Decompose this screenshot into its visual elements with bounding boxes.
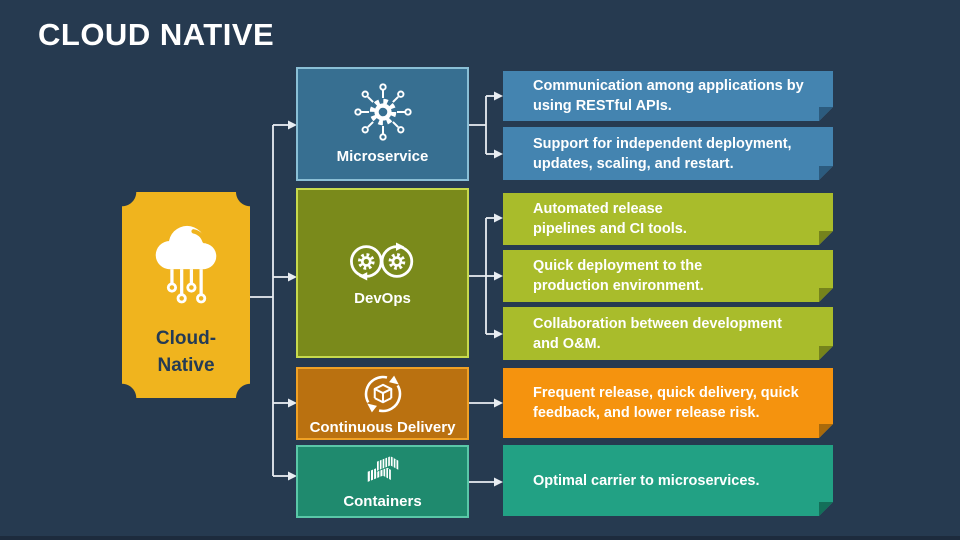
category-box-devops: DevOps (296, 188, 469, 358)
devops-gears-icon (349, 241, 413, 281)
note-text: Communication among applications by usin… (533, 78, 804, 114)
note-text: Collaboration between development and O&… (533, 315, 782, 352)
folded-corner-icon (819, 231, 833, 245)
note-box-devops-2: Quick deployment to the production envir… (503, 250, 833, 302)
folded-corner-icon (819, 107, 833, 121)
cloud-computing-icon (155, 225, 217, 304)
containers-stack-icon (366, 455, 399, 484)
note-box-microservice-2: Support for independent deployment, upda… (503, 127, 833, 180)
note-box-devops-1: Automated release pipelines and CI tools… (503, 193, 833, 245)
folded-corner-icon (819, 424, 833, 438)
slide-title: CLOUD NATIVE (38, 17, 275, 52)
category-box-microservice: Microservice (296, 67, 469, 181)
category-label: Containers (343, 493, 422, 510)
slide-bottom-edge (0, 536, 960, 540)
note-box-containers-1: Optimal carrier to microservices. (503, 445, 833, 516)
note-box-devops-3: Collaboration between development and O&… (503, 307, 833, 360)
note-text: Automated release pipelines and CI tools… (533, 201, 687, 237)
folded-corner-icon (819, 346, 833, 360)
root-label: Cloud- Native (155, 328, 217, 376)
category-label: Continuous Delivery (309, 418, 456, 436)
microservice-hub-icon (353, 83, 412, 141)
note-box-microservice-1: Communication among applications by usin… (503, 71, 833, 121)
category-label: Microservice (336, 148, 429, 165)
folded-corner-icon (819, 288, 833, 302)
note-box-continuous-delivery-1: Frequent release, quick delivery, quick … (503, 368, 833, 438)
continuous-delivery-cycle-icon (364, 375, 401, 412)
category-label: DevOps (354, 289, 411, 307)
folded-corner-icon (819, 166, 833, 180)
note-text: Frequent release, quick delivery, quick … (533, 385, 799, 421)
category-box-continuous-delivery: Continuous Delivery (296, 367, 469, 440)
category-box-containers: Containers (296, 445, 469, 518)
note-text: Optimal carrier to microservices. (533, 472, 760, 489)
cloud-native-shape: Cloud- Native (122, 192, 250, 398)
folded-corner-icon (819, 502, 833, 516)
note-text: Quick deployment to the production envir… (533, 258, 704, 294)
note-text: Support for independent deployment, upda… (533, 135, 792, 172)
